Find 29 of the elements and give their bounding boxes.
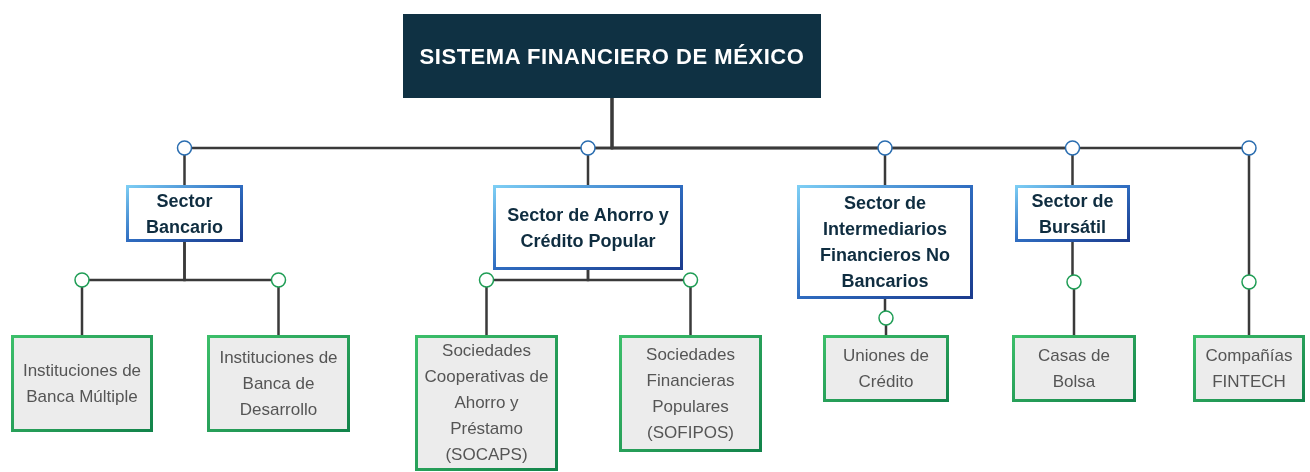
sector-box bbox=[797, 185, 973, 299]
category-box bbox=[823, 335, 949, 402]
category-label: Compañías FINTECH bbox=[1204, 344, 1294, 393]
connector-line bbox=[1071, 242, 1076, 335]
category-box bbox=[207, 335, 350, 432]
title-box bbox=[403, 14, 821, 98]
category-label: Sociedades Financieras Populares (SOFIPOS) bbox=[645, 343, 736, 444]
category-label: Sociedades Cooperativas de Ahorro y Préstamo (SOCAPS) bbox=[423, 340, 550, 466]
sector-box bbox=[493, 185, 683, 270]
category-label: Instituciones de Banca Múltiple bbox=[21, 359, 143, 408]
category-label: Casas de Bolsa bbox=[1037, 344, 1111, 393]
connector-line bbox=[610, 98, 1251, 335]
title-text: SISTEMA FINANCIERO DE MÉXICO bbox=[419, 42, 805, 71]
sector-box bbox=[1015, 185, 1130, 242]
connector-line bbox=[183, 242, 280, 335]
sector-box bbox=[126, 185, 243, 242]
category-box bbox=[415, 335, 558, 471]
category-label: Instituciones de Banca de Desarrollo bbox=[218, 346, 339, 421]
sector-label: Sector de Ahorro y Crédito Popular bbox=[506, 203, 670, 253]
category-box bbox=[619, 335, 762, 452]
category-label: Uniones de Crédito bbox=[842, 344, 930, 393]
category-box bbox=[11, 335, 153, 432]
sector-label: Sector de Bursátil bbox=[1030, 189, 1115, 239]
category-box bbox=[1012, 335, 1136, 402]
connector-line bbox=[586, 270, 692, 335]
sector-label: Sector de Intermediarios Financieros No Bancarios bbox=[819, 192, 951, 293]
category-box bbox=[1193, 335, 1305, 402]
connector-line bbox=[883, 299, 888, 335]
sector-label: Sector Bancario bbox=[145, 189, 224, 239]
